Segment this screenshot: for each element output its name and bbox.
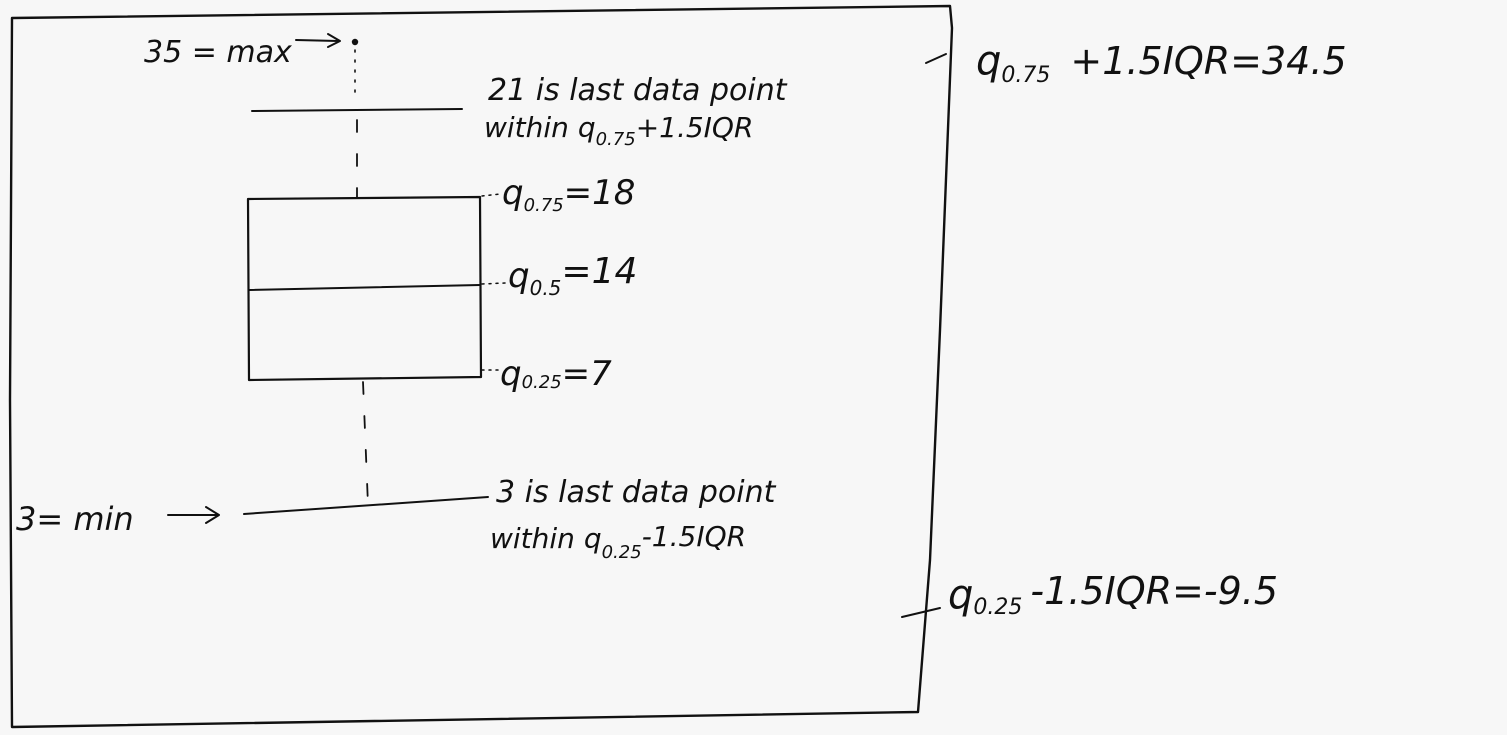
lower-note-line1: 3 is last data point	[496, 475, 777, 510]
q25-prefix: q	[500, 354, 522, 394]
upper-whisker-cap	[251, 108, 463, 112]
upper-fence-text: +1.5IQR=34.5	[1070, 39, 1346, 83]
iqr-box	[246, 195, 483, 382]
upper-fence-label: q0.75 +1.5IQR=34.5	[976, 38, 1347, 88]
lower-note-rest: -1.5IQR	[642, 520, 746, 553]
max-label: 35 = max	[144, 35, 292, 70]
max-point	[351, 38, 359, 46]
max-arrow	[295, 33, 341, 48]
q75-prefix: q	[502, 173, 524, 213]
upper-fence-tick	[925, 53, 947, 64]
q50-value: =14	[561, 251, 637, 292]
q25-sub: 0.25	[522, 372, 562, 393]
min-arrow	[167, 506, 220, 524]
q25-label: q0.25=7	[500, 354, 612, 394]
lower-note-line2: within q0.25-1.5IQR	[490, 520, 746, 563]
q50-label: q0.5=14	[508, 251, 637, 300]
min-label: 3= min	[16, 500, 134, 538]
lower-fence-tick	[901, 607, 941, 618]
upper-note-line1: 21 is last data point	[488, 73, 788, 108]
q25-value: =7	[562, 354, 612, 394]
upper-note-within: within q	[484, 111, 596, 144]
q75-leader	[481, 193, 501, 197]
q50-prefix: q	[508, 256, 530, 296]
upper-note-rest: +1.5IQR	[636, 111, 754, 144]
q75-label: q0.75=18	[502, 173, 635, 216]
lower-fence-sub: 0.25	[973, 595, 1022, 620]
q50-sub: 0.5	[530, 276, 562, 300]
upper-note-line2: within q0.75+1.5IQR	[484, 111, 753, 150]
upper-fence-prefix: q	[976, 38, 1001, 84]
q75-sub: 0.75	[524, 195, 564, 216]
q75-value: =18	[564, 173, 636, 213]
upper-fence-sub: 0.75	[1001, 63, 1050, 88]
q50-leader	[481, 282, 506, 285]
lower-whisker	[362, 381, 369, 506]
lower-fence-text: -1.5IQR=-9.5	[1030, 569, 1278, 613]
frame-border	[8, 4, 954, 729]
lower-note-within: within q	[490, 522, 602, 555]
lower-note-sub: 0.25	[602, 542, 642, 563]
lower-whisker-cap	[243, 496, 489, 515]
upper-note-sub: 0.75	[596, 129, 636, 150]
median-line	[248, 284, 481, 291]
lower-fence-prefix: q	[948, 572, 973, 618]
lower-fence-label: q0.25 -1.5IQR=-9.5	[948, 569, 1278, 620]
